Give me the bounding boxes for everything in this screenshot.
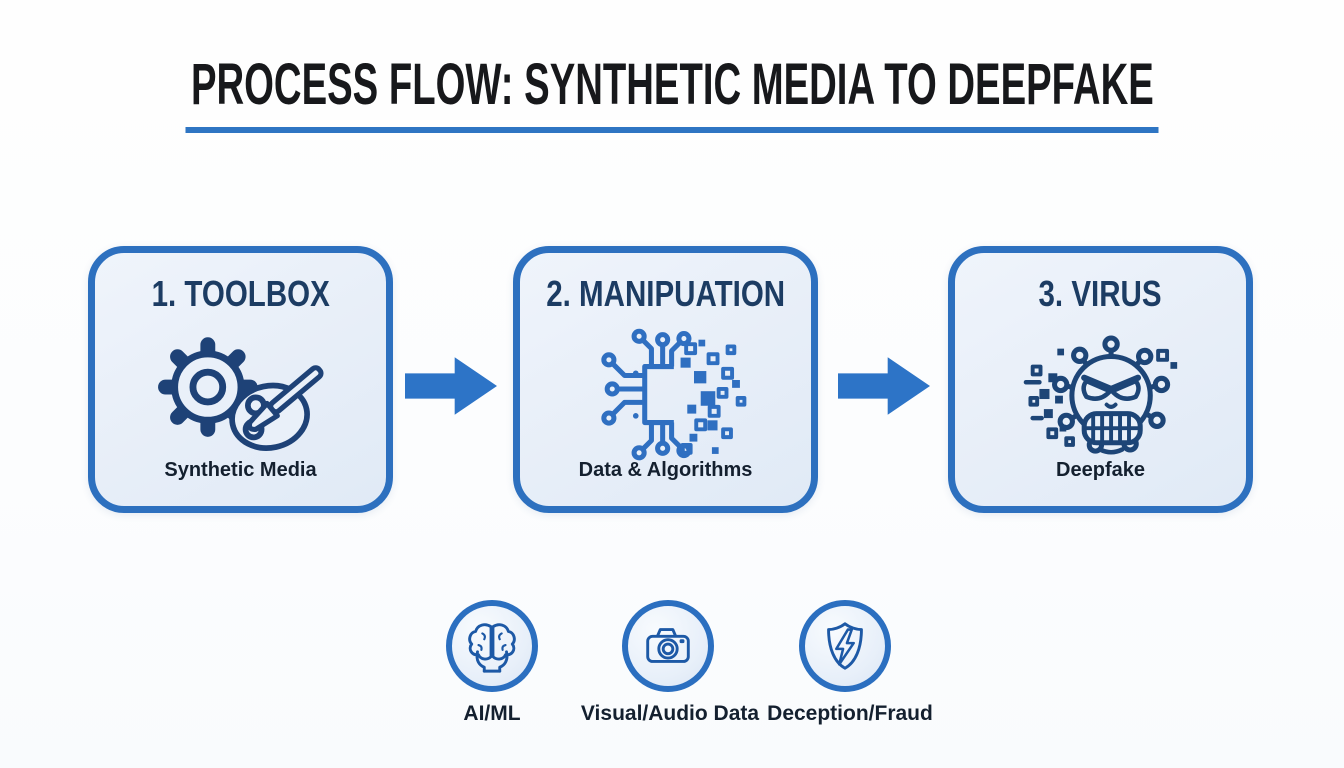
legend-label-visual-audio: Visual/Audio Data [580,702,760,725]
step-title: 3. VIRUS [1038,273,1163,314]
legend-circle-visual-audio [622,600,714,692]
shield-bolt-icon [816,617,874,675]
legend-label-aiml: AI/ML [463,702,521,725]
legend-circle-deception [799,600,891,692]
flow-arrow-2 [838,357,930,415]
brain-icon [463,617,521,675]
step-title: 1. TOOLBOX [151,273,330,314]
gear-palette-icon [95,319,386,469]
step-label: Data & Algorithms [578,459,753,481]
camera-icon [639,617,697,675]
step-box-virus: 3. VIRUS [948,246,1253,513]
step-label: Synthetic Media [164,459,317,481]
step-label: Deepfake [1056,459,1145,481]
legend-label-deception: Deception/Fraud [767,702,933,725]
virus-face-icon [955,319,1246,469]
step-box-toolbox: 1. TOOLBOX [88,246,393,513]
step-title: 2. MANIPUATION [546,273,786,314]
step-box-manipulation: 2. MANIPUATION [513,246,818,513]
page-title: PROCESS FLOW: SYNTHETIC MEDIA TO DEEPFAK… [190,51,1154,117]
legend-circle-aiml [446,600,538,692]
title-underline [185,127,1159,133]
circuit-chip-icon [520,319,811,469]
flow-arrow-1 [405,357,497,415]
